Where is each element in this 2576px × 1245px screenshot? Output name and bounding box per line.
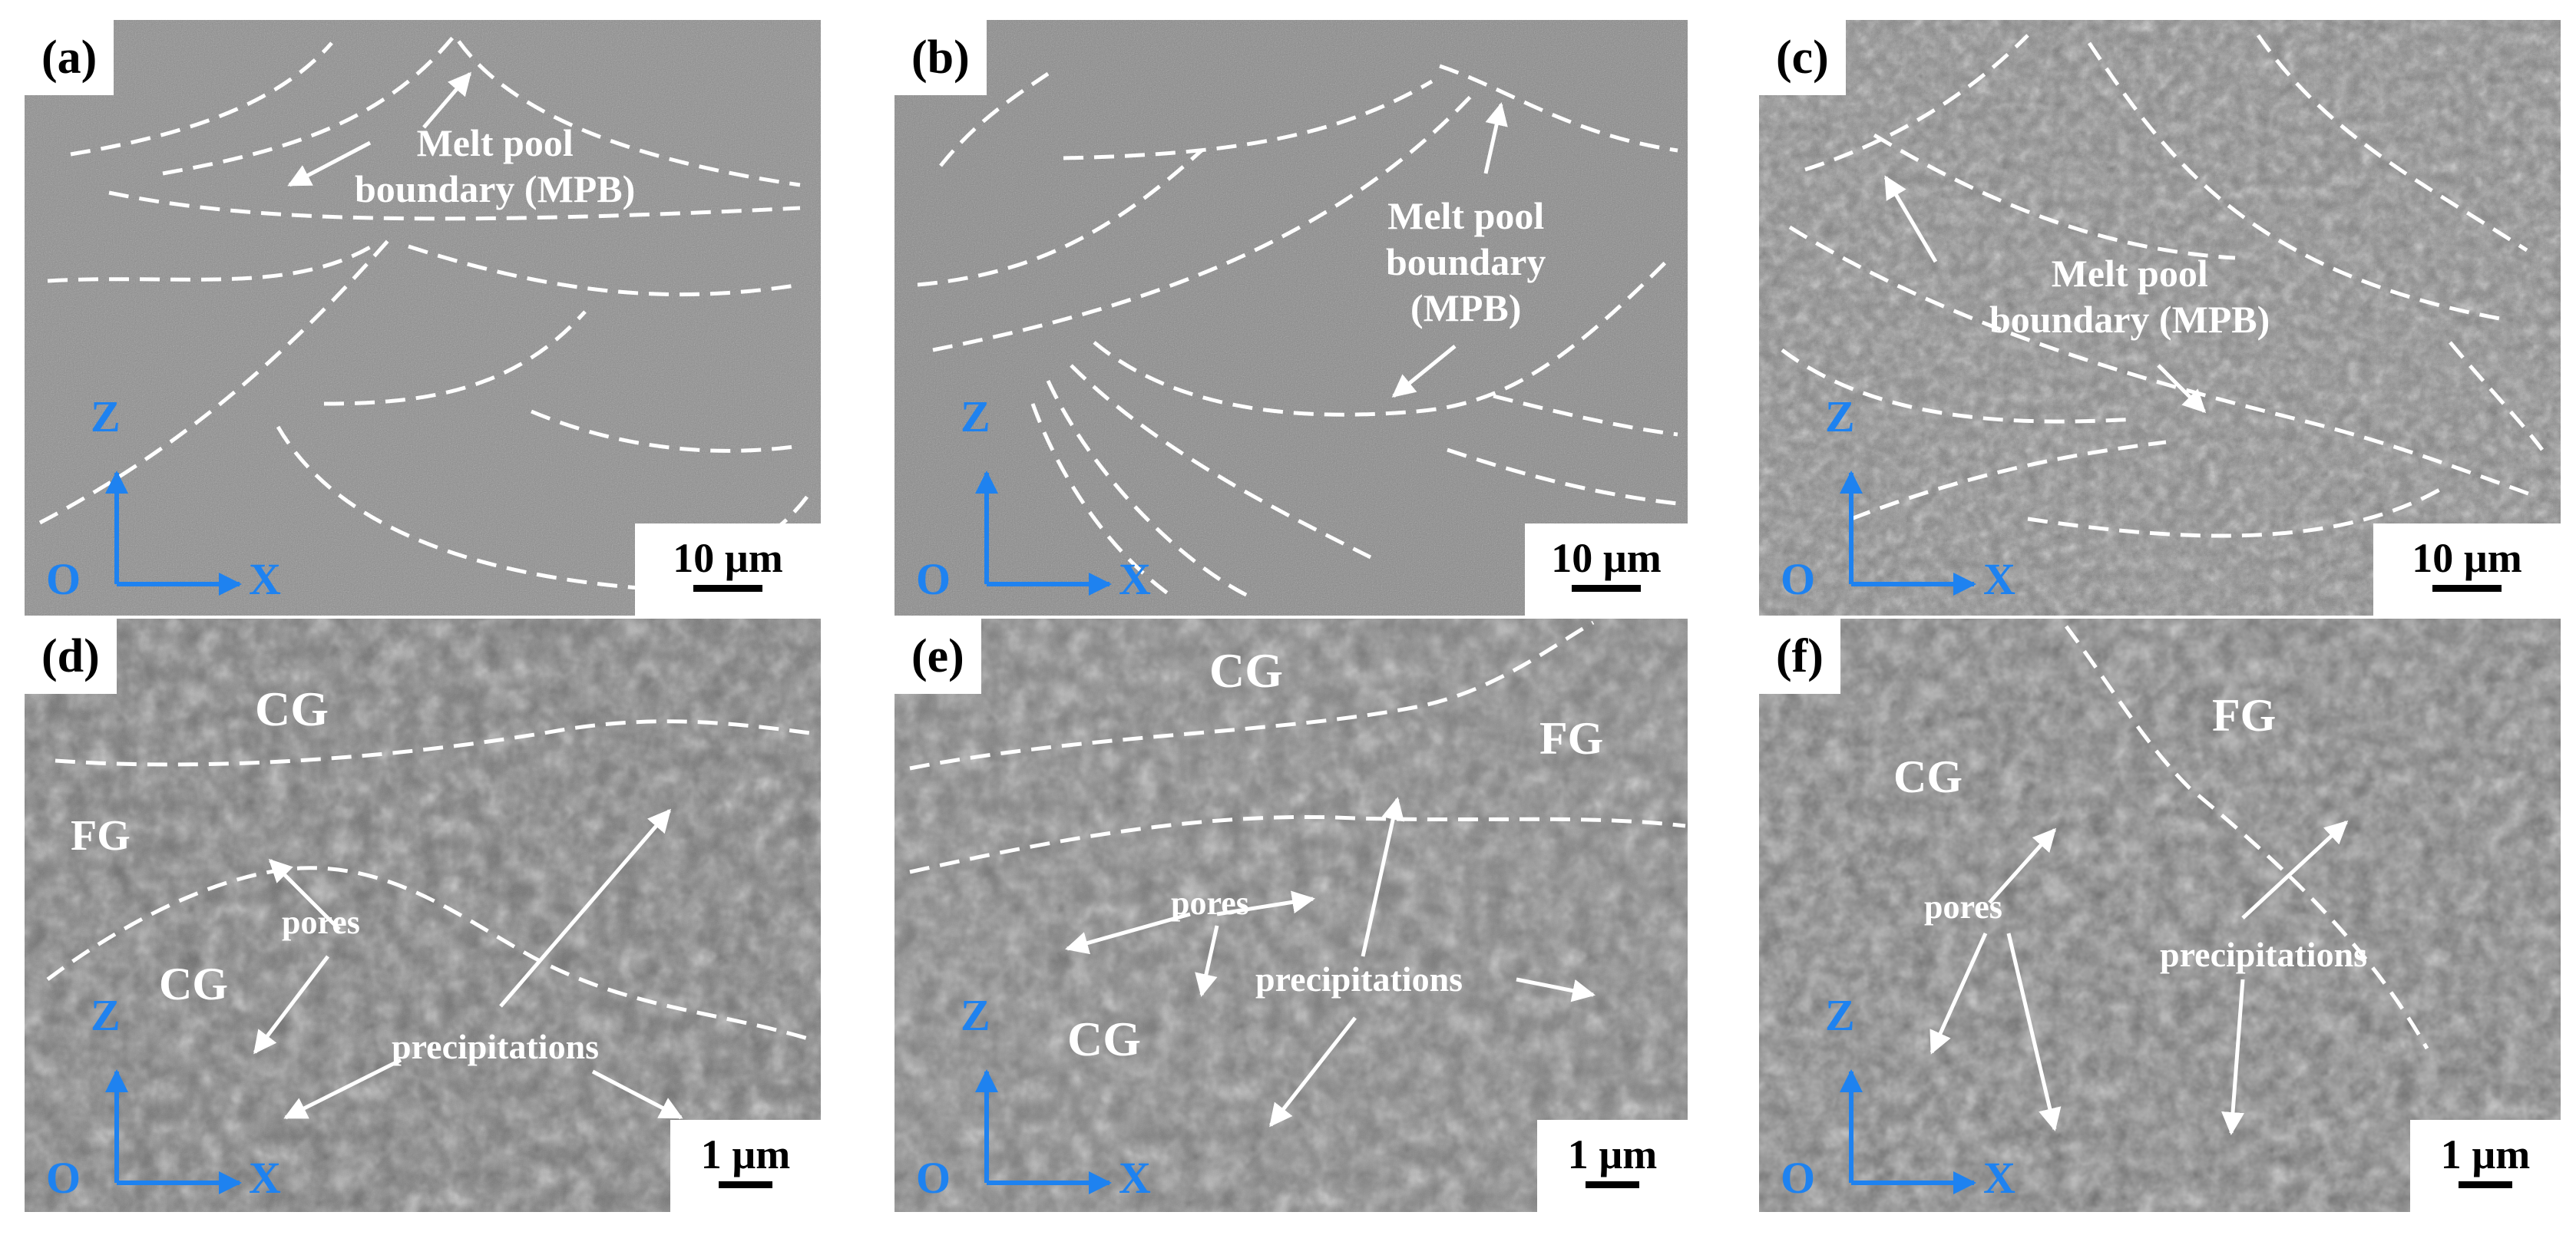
- micrograph-e: [894, 619, 1688, 1212]
- annotation-precipitations: precipitations: [392, 1027, 600, 1066]
- axis-origin-label: O: [46, 554, 81, 604]
- melt-pool-boundaries-b: [917, 64, 1678, 598]
- annotation-cg-bottom: CG: [1067, 1012, 1141, 1066]
- panel-label: (d): [25, 619, 117, 694]
- scale-bar: [1572, 585, 1641, 592]
- annotation-line: Melt pool: [2051, 252, 2208, 295]
- scale-bar-box: 10 µm: [2373, 523, 2561, 616]
- axis-z-label: Z: [1825, 391, 1855, 441]
- panel-d: CG FG pores CG precipitations (d) Z O X …: [25, 619, 821, 1212]
- annotation-pores: pores: [1171, 884, 1249, 922]
- axis-x-label: X: [1983, 554, 2015, 604]
- annotation-cg-bottom: CG: [159, 959, 228, 1009]
- axis-x-label: X: [249, 554, 281, 604]
- annotation-fg: FG: [1539, 713, 1604, 764]
- axis-z-label: Z: [1825, 990, 1855, 1040]
- scale-bar-label: 10 µm: [2412, 535, 2522, 581]
- panel-e: CG FG pores precipitations CG (e) Z O X …: [894, 619, 1688, 1212]
- scale-bar-label: 1 µm: [700, 1131, 791, 1177]
- annotation-pores: pores: [1924, 888, 2002, 926]
- panel-f: FG CG pores precipitations (f) Z O X 1 µ…: [1759, 619, 2561, 1212]
- annotation-cg-top: CG: [1209, 643, 1283, 698]
- panel-label: (b): [894, 20, 987, 95]
- annotation-cg-top: CG: [255, 682, 329, 736]
- annotation-line: (MPB): [1410, 286, 1522, 329]
- scale-bar-box: 10 µm: [1525, 523, 1688, 616]
- panel-c: Melt pool boundary (MPB) (c) Z O X 10 µm: [1759, 20, 2561, 616]
- scale-bar-label: 10 µm: [1551, 535, 1662, 581]
- axis-x-label: X: [1119, 554, 1151, 604]
- axis-z-label: Z: [91, 391, 121, 441]
- annotation-text: Melt pool boundary (MPB): [355, 120, 635, 212]
- annotation-fg: FG: [71, 812, 131, 860]
- axis-origin-label: O: [916, 554, 951, 604]
- axis-z-label: Z: [961, 990, 990, 1040]
- micrograph-d: [25, 619, 821, 1212]
- grain-boundaries-f: [2064, 625, 2429, 1050]
- melt-pool-boundaries-a: [38, 31, 809, 590]
- panel-label: (e): [894, 619, 981, 694]
- axis-z-label: Z: [961, 391, 990, 441]
- axis-z-label: Z: [91, 990, 121, 1040]
- annotation-line: Melt pool: [1387, 194, 1545, 237]
- scale-bar-box: 1 µm: [670, 1120, 821, 1212]
- micrograph-a: [25, 20, 821, 616]
- annotation-pores: pores: [282, 903, 360, 941]
- scale-bar: [719, 1181, 772, 1188]
- scale-bar: [693, 585, 762, 592]
- scale-bar: [1586, 1181, 1639, 1188]
- scale-bar-label: 1 µm: [1567, 1131, 1658, 1177]
- panel-b: Melt pool boundary (MPB) (b) Z O X 10 µm: [894, 20, 1688, 616]
- grain-boundaries-d: [46, 719, 816, 1043]
- axis-x-label: X: [1983, 1153, 2015, 1203]
- scale-bar-label: 1 µm: [2440, 1131, 2531, 1177]
- annotation-line: Melt pool: [416, 121, 574, 164]
- axis-origin-label: O: [1781, 1153, 1816, 1203]
- annotation-line: boundary: [1386, 240, 1546, 283]
- annotation-line: boundary (MPB): [1989, 298, 2270, 341]
- micrograph-f: [1759, 619, 2561, 1212]
- annotation-fg: FG: [2212, 690, 2277, 741]
- grain-boundaries-e: [909, 620, 1686, 874]
- scale-bar: [2459, 1181, 2512, 1188]
- annotation-text: Melt pool boundary (MPB): [1989, 250, 2270, 342]
- annotation-cg: CG: [1893, 751, 1963, 802]
- melt-pool-boundaries-c: [1781, 34, 2544, 538]
- panel-a: Melt pool boundary (MPB) (a) Z O X 10 µm: [25, 20, 821, 616]
- scale-bar-box: 1 µm: [1537, 1120, 1688, 1212]
- panel-label: (a): [25, 20, 114, 95]
- panel-label: (f): [1759, 619, 1840, 694]
- axis-origin-label: O: [46, 1153, 81, 1203]
- axis-origin-label: O: [916, 1153, 951, 1203]
- panel-label: (c): [1759, 20, 1846, 95]
- scale-bar: [2432, 585, 2502, 592]
- scale-bar-box: 1 µm: [2410, 1120, 2561, 1212]
- axis-x-label: X: [249, 1153, 281, 1203]
- scale-bar-label: 10 µm: [673, 535, 783, 581]
- axis-x-label: X: [1119, 1153, 1151, 1203]
- annotation-line: boundary (MPB): [355, 167, 636, 210]
- scale-bar-box: 10 µm: [635, 523, 821, 616]
- annotation-precipitations: precipitations: [2160, 935, 2368, 974]
- micrograph-b: [894, 20, 1688, 616]
- axis-origin-label: O: [1781, 554, 1816, 604]
- annotation-text: Melt pool boundary (MPB): [1386, 193, 1546, 331]
- annotation-precipitations: precipitations: [1255, 959, 1463, 999]
- micrograph-c: [1759, 20, 2561, 616]
